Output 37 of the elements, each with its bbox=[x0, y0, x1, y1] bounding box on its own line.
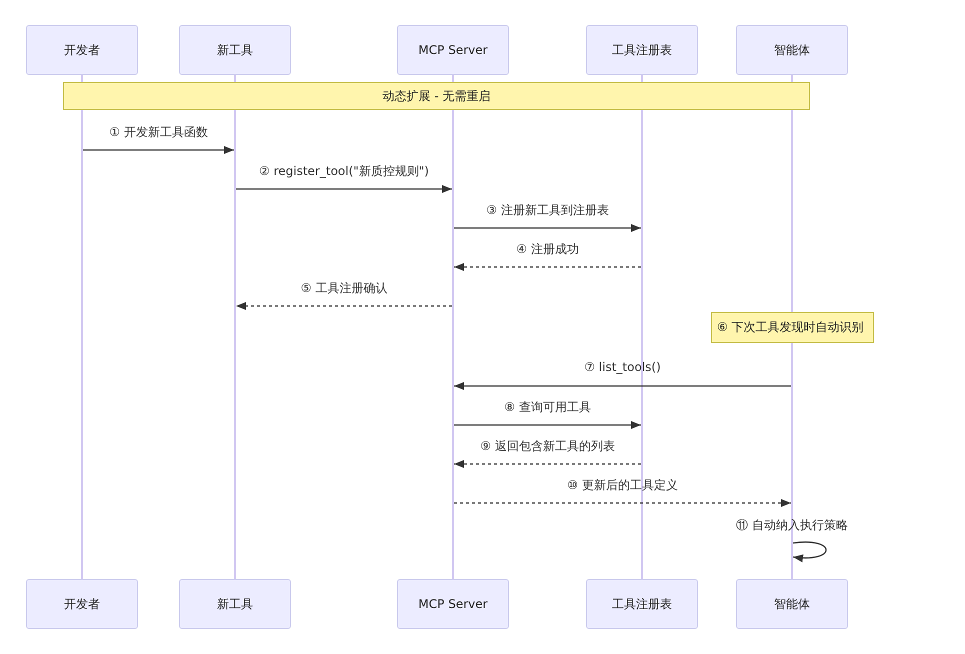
participant-box: 开发者 bbox=[26, 25, 138, 75]
note-box: 动态扩展 - 无需重启 bbox=[63, 82, 810, 110]
participant-box: 新工具 bbox=[179, 579, 291, 629]
lifeline bbox=[234, 75, 236, 579]
participant-box: 工具注册表 bbox=[586, 579, 698, 629]
participant-box: 智能体 bbox=[736, 25, 848, 75]
participant-box: 新工具 bbox=[179, 25, 291, 75]
message-arrow bbox=[454, 499, 791, 507]
participant-box: 工具注册表 bbox=[586, 25, 698, 75]
message-label: ⑧ 查询可用工具 bbox=[504, 399, 591, 416]
message-label: ① 开发新工具函数 bbox=[109, 124, 208, 141]
message-arrow bbox=[454, 460, 641, 468]
participant-box: MCP Server bbox=[397, 579, 509, 629]
lifeline bbox=[641, 75, 643, 579]
lifeline bbox=[81, 75, 83, 579]
participant-box: 开发者 bbox=[26, 579, 138, 629]
lifeline bbox=[791, 75, 793, 579]
message-label: ⑩ 更新后的工具定义 bbox=[567, 477, 678, 494]
message-arrow bbox=[454, 382, 791, 390]
message-arrow bbox=[792, 542, 827, 562]
message-label: ⑨ 返回包含新工具的列表 bbox=[480, 438, 615, 455]
message-arrow bbox=[454, 263, 641, 271]
lifeline bbox=[452, 75, 454, 579]
message-arrow bbox=[236, 302, 452, 310]
note-box: ⑥ 下次工具发现时自动识别 bbox=[711, 312, 874, 343]
message-arrow bbox=[454, 421, 641, 429]
message-label: ③ 注册新工具到注册表 bbox=[486, 202, 609, 219]
message-arrow bbox=[454, 224, 641, 232]
message-label: ⑪ 自动纳入执行策略 bbox=[736, 517, 848, 534]
message-label: ⑦ list_tools() bbox=[584, 360, 661, 374]
message-label: ④ 注册成功 bbox=[516, 241, 579, 258]
message-label: ⑤ 工具注册确认 bbox=[300, 280, 388, 297]
participant-box: MCP Server bbox=[397, 25, 509, 75]
message-arrow bbox=[236, 185, 452, 193]
message-arrow bbox=[83, 146, 234, 154]
participant-box: 智能体 bbox=[736, 579, 848, 629]
message-label: ② register_tool("新质控规则") bbox=[259, 163, 429, 180]
